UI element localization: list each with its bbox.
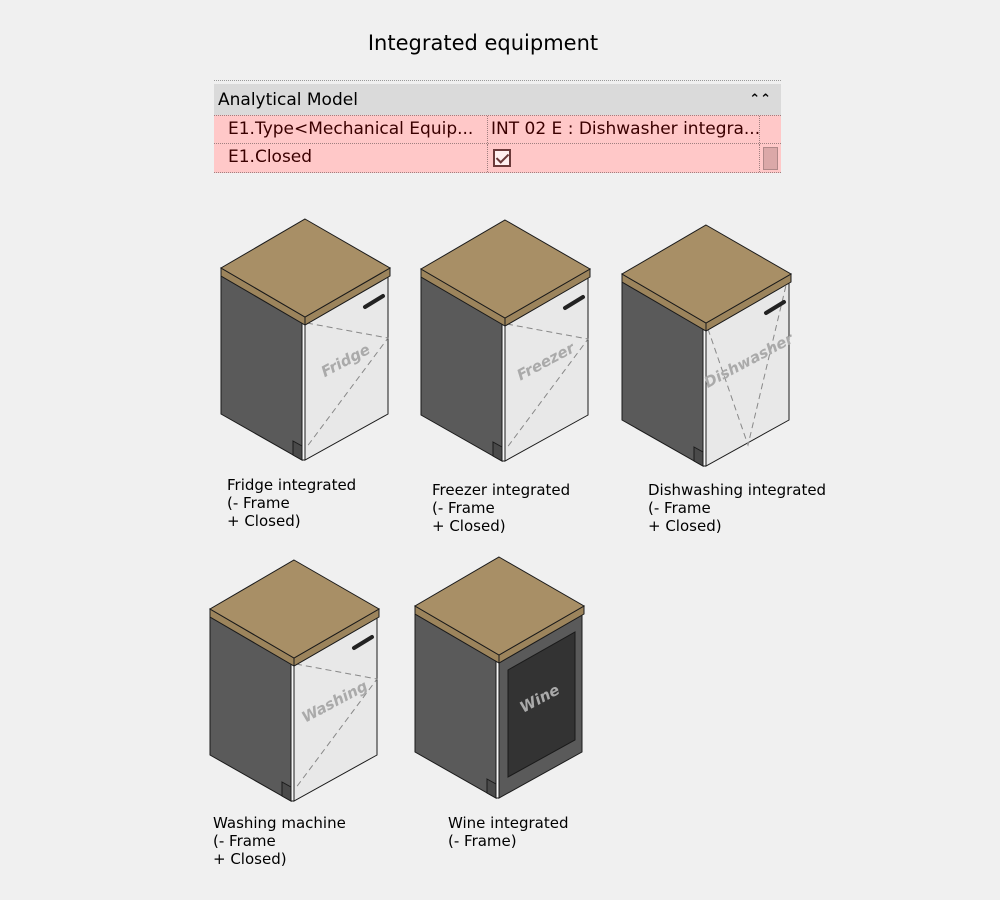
properties-panel: Analytical Model ⌃⌃ E1.Type<Mechanical E… xyxy=(214,80,781,173)
page-title: Integrated equipment xyxy=(367,31,599,55)
door-handle-icon xyxy=(363,294,385,309)
countertop-top xyxy=(209,559,381,659)
caption-fridge: Fridge integrated(- Frame+ Closed) xyxy=(227,476,356,530)
property-value-closed xyxy=(487,144,759,172)
door-handle-icon xyxy=(352,635,374,650)
cabinet-dishwasher: Dishwasher xyxy=(621,224,798,467)
caption-line: Fridge integrated xyxy=(227,476,357,494)
caption-line: Freezer integrated xyxy=(432,481,571,499)
door-swing-dashed-line xyxy=(505,323,589,450)
wine-glass-panel xyxy=(507,631,576,778)
caption-line: + Closed) xyxy=(227,512,301,530)
caption-freezer: Freezer integrated(- Frame+ Closed) xyxy=(432,481,570,535)
caption-washing: Washing machine(- Frame+ Closed) xyxy=(213,814,346,868)
caption-line: + Closed) xyxy=(648,517,722,535)
cabinet-wine: Wine xyxy=(414,556,586,799)
door-handle-icon xyxy=(764,300,786,315)
caption-line: + Closed) xyxy=(432,517,506,535)
caption-line: Wine integrated xyxy=(448,814,569,832)
caption-dishwasher: Dishwashing integrated(- Frame+ Closed) xyxy=(648,481,826,535)
property-value-type[interactable]: INT 02 E : Dishwasher integra... xyxy=(487,116,759,143)
property-row-type[interactable]: E1.Type<Mechanical Equip... INT 02 E : D… xyxy=(214,115,781,144)
caption-line: (- Frame) xyxy=(448,832,517,850)
cabinet-washing: Washing xyxy=(209,559,381,802)
property-name: E1.Type<Mechanical Equip... xyxy=(228,119,474,139)
countertop-top xyxy=(220,218,392,318)
caption-line: Dishwashing integrated xyxy=(648,481,827,499)
row-scroll-area xyxy=(759,144,781,172)
countertop-top xyxy=(420,219,592,319)
caption-line: (- Frame xyxy=(648,499,711,517)
caption-line: (- Frame xyxy=(432,499,495,517)
door-swing-dashed-line xyxy=(294,663,378,790)
caption-line: (- Frame xyxy=(227,494,290,512)
closed-checkbox[interactable] xyxy=(493,149,511,167)
door-handle-icon xyxy=(563,295,585,310)
row-spacer xyxy=(759,116,781,143)
cabinet-fridge: Fridge xyxy=(220,218,392,461)
property-name: E1.Closed xyxy=(228,147,313,167)
panel-top-rule xyxy=(214,80,781,84)
caption-line: (- Frame xyxy=(213,832,276,850)
door-swing-dashed-line xyxy=(707,276,789,447)
door-swing-dashed-line xyxy=(305,322,389,449)
property-row-closed[interactable]: E1.Closed xyxy=(214,144,781,173)
group-header-analytical-model[interactable]: Analytical Model ⌃⌃ xyxy=(214,84,781,115)
caption-wine: Wine integrated(- Frame) xyxy=(448,814,568,850)
scrollbar-thumb[interactable] xyxy=(763,147,778,170)
caption-line: + Closed) xyxy=(213,850,287,868)
countertop-top xyxy=(621,224,793,324)
caption-line: Washing machine xyxy=(213,814,346,832)
cabinet-freezer: Freezer xyxy=(420,219,592,462)
countertop-top xyxy=(414,556,586,656)
collapse-chevron-icon[interactable]: ⌃⌃ xyxy=(749,92,771,107)
group-label: Analytical Model xyxy=(218,89,358,110)
